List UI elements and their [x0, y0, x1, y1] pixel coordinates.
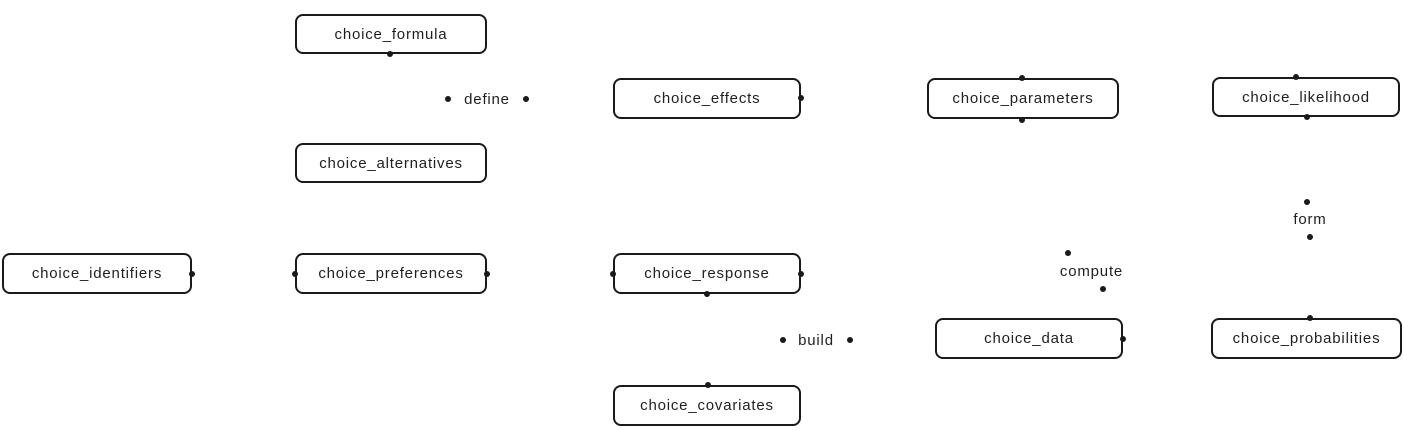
connector-nub	[798, 271, 804, 277]
connector-nub	[1120, 336, 1126, 342]
edge-label-define: define	[447, 81, 527, 117]
connector-nub	[1304, 199, 1310, 205]
connector-nub	[484, 271, 490, 277]
node-choice-covariates: choice_covariates	[613, 385, 801, 426]
node-choice-likelihood: choice_likelihood	[1212, 77, 1400, 117]
edge-label-compute: compute	[1045, 252, 1138, 290]
node-choice-probabilities: choice_probabilities	[1211, 318, 1402, 359]
connector-nub	[1065, 250, 1071, 256]
connector-nub	[610, 271, 616, 277]
connector-nub	[1307, 234, 1313, 240]
node-choice-alternatives: choice_alternatives	[295, 143, 487, 183]
connector-nub	[847, 337, 853, 343]
connector-nub	[387, 51, 393, 57]
connector-nub	[1019, 117, 1025, 123]
connector-nub	[1293, 74, 1299, 80]
connector-nub	[1304, 114, 1310, 120]
connector-nub	[780, 337, 786, 343]
node-choice-response: choice_response	[613, 253, 801, 294]
connector-nub	[705, 382, 711, 388]
connector-nub	[1307, 315, 1313, 321]
connector-nub	[798, 95, 804, 101]
connector-nub	[1019, 75, 1025, 81]
edge-label-form: form	[1265, 201, 1355, 238]
connector-nub	[704, 291, 710, 297]
node-choice-formula: choice_formula	[295, 14, 487, 54]
connector-nub	[445, 96, 451, 102]
node-choice-identifiers: choice_identifiers	[2, 253, 192, 294]
node-choice-effects: choice_effects	[613, 78, 801, 119]
connector-nub	[523, 96, 529, 102]
node-choice-parameters: choice_parameters	[927, 78, 1119, 119]
node-choice-preferences: choice_preferences	[295, 253, 487, 294]
connector-nub	[292, 271, 298, 277]
connector-nub	[189, 271, 195, 277]
edge-label-build: build	[782, 322, 850, 358]
connector-nub	[1100, 286, 1106, 292]
node-choice-data: choice_data	[935, 318, 1123, 359]
